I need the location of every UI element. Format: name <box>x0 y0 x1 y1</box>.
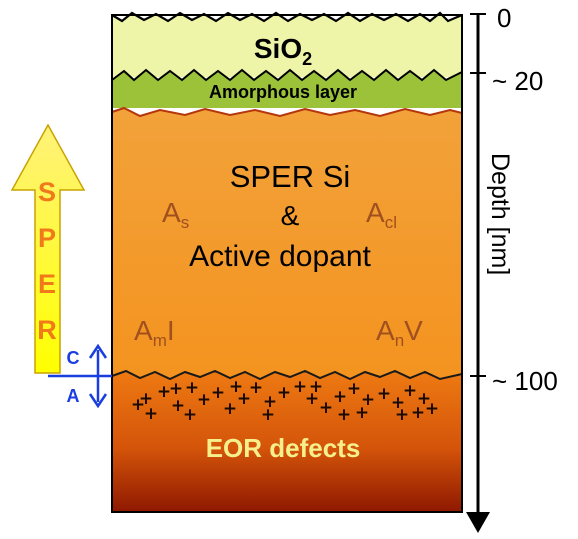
defect-marker: + <box>361 390 375 410</box>
defect-marker: + <box>185 378 199 398</box>
amorphous-layer <box>111 68 463 108</box>
defect-marker: + <box>347 379 361 399</box>
defect-marker: + <box>183 405 197 425</box>
defect-marker: + <box>277 383 291 403</box>
sper-arrow-letter-r: R <box>37 315 57 345</box>
depth-axis: 0 ~ 20 ~ 100 Depth [nm] <box>466 3 558 533</box>
defect-marker: + <box>395 405 409 425</box>
defect-marker: + <box>377 384 391 404</box>
depth-label-0: 0 <box>497 3 511 33</box>
eor-defect-markers: +++++++++++++++++++++++++++++++++ <box>131 377 439 425</box>
sper-title: SPER Si <box>230 159 351 194</box>
defect-marker: + <box>333 387 347 407</box>
defect-marker: + <box>263 392 277 412</box>
defect-marker: + <box>211 383 225 403</box>
sper-arrow-letter-s: S <box>38 177 56 207</box>
eor-boundary-line <box>111 369 463 381</box>
defect-marker: + <box>355 403 369 423</box>
defect-marker: + <box>249 378 263 398</box>
depth-label-20: ~ 20 <box>492 66 543 96</box>
oxide-amorphous-interface <box>111 68 463 82</box>
layer-stack-border <box>111 14 463 513</box>
defect-marker: + <box>131 395 145 415</box>
sper-subtitle: Active dopant <box>189 240 371 273</box>
defect-marker: + <box>403 381 417 401</box>
defect-marker: + <box>417 389 431 409</box>
interface-label-c: C <box>67 348 80 368</box>
interface-arrow-up-head <box>88 343 108 359</box>
depth-axis-title: Depth [nm] <box>486 153 514 275</box>
sper-arrow-letter-e: E <box>38 269 56 299</box>
depth-label-100: ~ 100 <box>492 366 558 396</box>
sper-ampersand: & <box>281 200 300 231</box>
oxide-surface-line <box>111 11 463 23</box>
defect-marker: + <box>237 389 251 409</box>
eor-label: EOR defects <box>206 433 361 463</box>
amorphous-crystal-interface <box>111 106 463 118</box>
defect-marker: + <box>305 389 319 409</box>
defect-marker: + <box>223 399 237 419</box>
oxide-layer <box>111 11 463 77</box>
defect-marker: + <box>411 403 425 423</box>
species-ami: AmI <box>134 315 175 350</box>
defect-marker: + <box>261 405 275 425</box>
amorphous-label: Amorphous layer <box>209 82 357 102</box>
defect-marker: + <box>169 379 183 399</box>
sper-layer <box>111 106 463 380</box>
defect-marker: + <box>293 377 307 397</box>
defect-marker: + <box>309 377 323 397</box>
defect-marker: + <box>425 399 439 419</box>
oxide-label: SiO2 <box>254 33 312 69</box>
depth-axis-arrowhead <box>466 512 490 533</box>
defect-marker: + <box>229 377 243 397</box>
species-acl: Acl <box>366 197 397 232</box>
defect-marker: + <box>391 393 405 413</box>
species-anv: AnV <box>376 315 423 350</box>
defect-marker: + <box>144 404 158 424</box>
sper-growth-arrow: S P E R <box>10 123 86 374</box>
interface-label-a: A <box>67 386 80 406</box>
species-as: As <box>162 197 189 232</box>
defect-marker: + <box>319 398 333 418</box>
defect-marker: + <box>337 405 351 425</box>
defect-marker: + <box>157 382 171 402</box>
defect-marker: + <box>139 389 153 409</box>
defect-marker: + <box>197 390 211 410</box>
sper-arrow-letter-p: P <box>38 223 56 253</box>
interface-direction-arrow: C A <box>48 343 112 409</box>
defect-marker: + <box>171 396 185 416</box>
eor-layer <box>111 369 463 512</box>
interface-arrow-down-head <box>88 393 108 409</box>
